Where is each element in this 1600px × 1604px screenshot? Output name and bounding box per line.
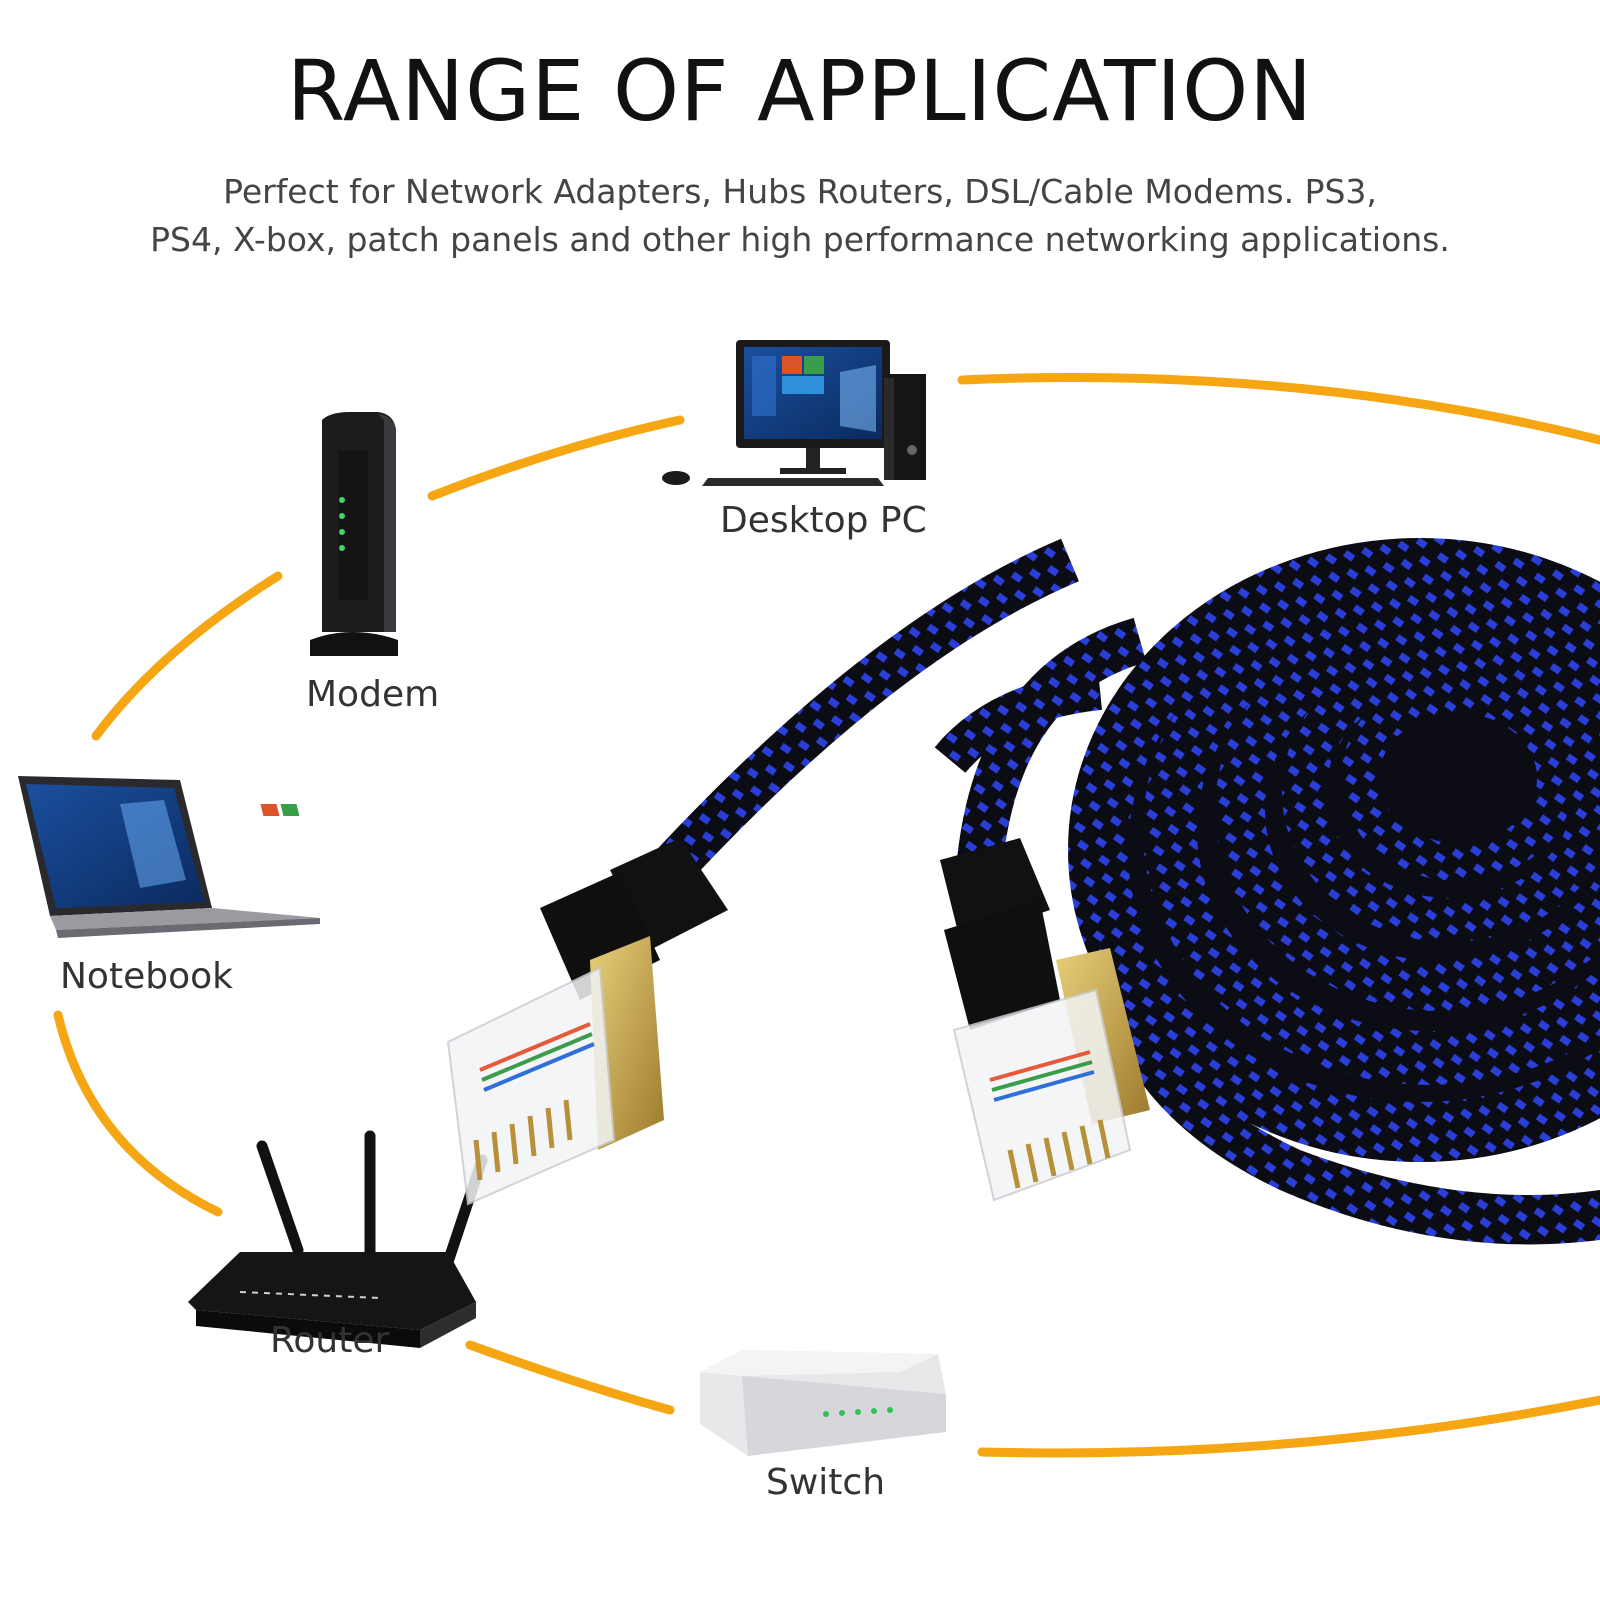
modem-label: Modem [306,674,440,715]
switch-label: Switch [766,1462,886,1503]
subtitle-line: Perfect for Network Adapters, Hubs Route… [223,172,1377,211]
desktop-pc-icon [662,340,926,486]
ring-segment [91,571,283,741]
ring-segment [427,415,685,501]
rj45-connector-left [446,838,728,1206]
rj45-connector-right [940,838,1150,1202]
ethernet-cable-image [643,538,1600,1245]
router-label: Router [270,1320,390,1361]
ring-segment [53,1010,223,1217]
router-icon [188,1130,488,1348]
ring-segment [977,1395,1600,1458]
ring-segment [957,373,1600,445]
modem-icon [310,412,398,656]
page-title: RANGE OF APPLICATION [286,42,1314,140]
page-subtitle: Perfect for Network Adapters, Hubs Route… [100,168,1500,264]
desktop-pc-label: Desktop PC [720,500,927,541]
connection-ring [53,373,1600,1458]
laptop-icon [18,776,320,938]
subtitle-line: PS4, X-box, patch panels and other high … [150,220,1450,259]
ring-segment [465,1340,675,1415]
notebook-label: Notebook [60,956,233,997]
network-switch-icon [700,1350,946,1456]
